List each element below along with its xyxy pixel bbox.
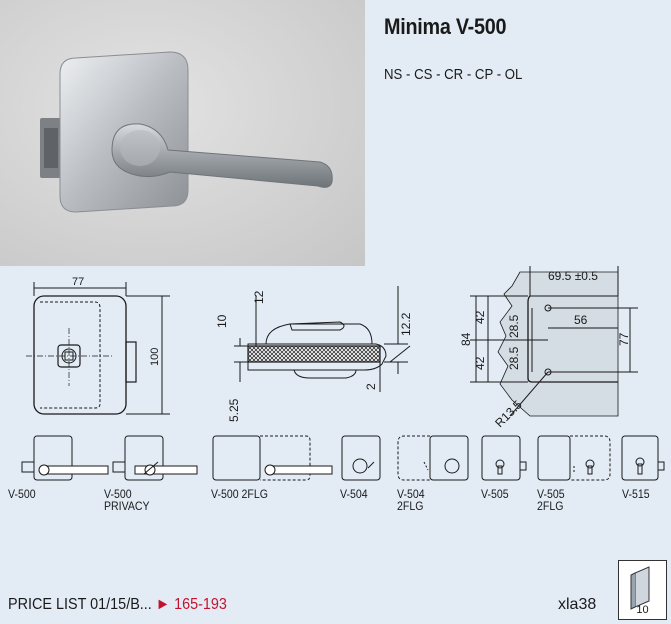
dim-12: 12 [252,290,266,304]
dim-77-right: 77 [617,332,631,346]
side-view-drawing [234,286,411,392]
glass-cutout-drawing [470,266,638,417]
dim-5-25: 5.25 [227,398,241,422]
price-list-reference: PRICE LIST 01/15/B... ► 165-193 [8,596,227,614]
dim-84: 84 [459,332,473,346]
glass-panel-icon [630,566,650,610]
variant-v504-icon [341,435,381,481]
dim-42-top: 42 [473,310,487,324]
variant-label-v505: V-505 [481,487,509,501]
dim-width-77: 77 [72,276,84,288]
variant-v500-2flg-icon [212,435,333,481]
dim-10: 10 [215,314,229,328]
variant-icons [21,435,665,481]
variant-label-v500: V-500 [8,487,36,501]
catalog-code: xla38 [558,596,597,613]
technical-drawings: 77 100 10 12 5.25 12.2 2 [26,266,638,430]
variant-label-v500-2flg: V-500 2FLG [211,487,268,501]
variant-v504-2flg-icon [397,435,469,481]
finish-codes: NS - CS - CR - CP - OL [384,66,523,83]
variant-v505-icon [481,435,527,481]
variant-v505-2flg-icon [537,435,611,481]
dim-56: 56 [574,313,588,327]
arrow-right-icon: ► [155,596,171,613]
variant-label-v505-2flg: V-505 2FLG [537,487,565,513]
dim-28-5-top: 28.5 [507,314,521,338]
lever-handle-image [40,51,333,213]
dim-2: 2 [364,383,378,390]
dim-12-2: 12.2 [399,312,413,336]
price-list-label: PRICE LIST 01/15/B... [8,596,152,613]
product-title: Minima V-500 [384,14,507,39]
page-range-link[interactable]: 165-193 [174,596,227,613]
product-photo [0,0,365,266]
dim-28-5-bottom: 28.5 [507,346,521,370]
dim-42-bottom: 42 [473,356,487,370]
variant-v515-icon [621,435,665,481]
dim-height-100: 100 [149,348,161,366]
page-number: 10 [636,604,649,616]
variant-label-v504: V-504 [340,487,368,501]
front-view-drawing [26,282,170,415]
variant-v500-privacy-icon [112,435,198,481]
dim-69-5: 69.5 ±0.5 [548,269,598,283]
variant-v500-icon [21,435,109,481]
variant-label-v500-privacy: V-500 PRIVACY [104,487,150,513]
variant-label-v515: V-515 [622,487,650,501]
variant-label-v504-2flg: V-504 2FLG [397,487,425,513]
page-number-box: 10 [618,560,667,620]
